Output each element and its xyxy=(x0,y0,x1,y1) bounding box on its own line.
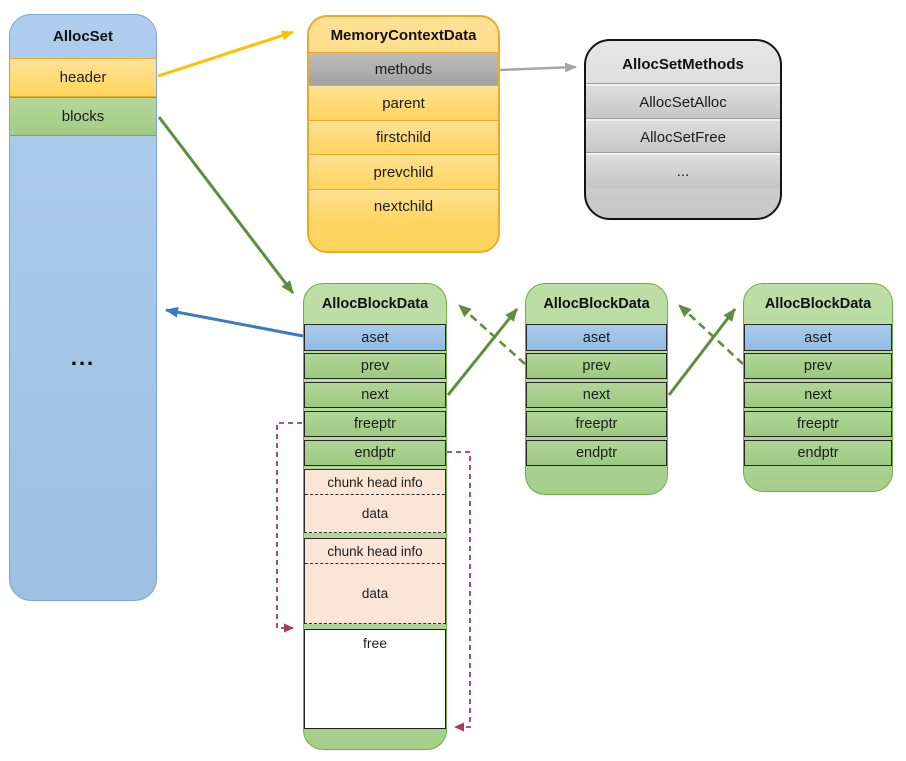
block1-field-freeptr: freeptr xyxy=(304,411,446,437)
block3-field-aset: aset xyxy=(744,324,892,351)
block2-field-prev: prev xyxy=(526,353,667,379)
arrow-prev3-to-block2 xyxy=(678,304,744,365)
block2-field-freeptr: freeptr xyxy=(526,411,667,437)
asm-row-allocsetfree: AllocSetFree xyxy=(586,119,780,153)
arrow-header-to-memorycontext xyxy=(157,30,294,78)
allocset-methods-box: AllocSetMethods AllocSetAlloc AllocSetFr… xyxy=(584,39,782,220)
memory-context-data-box: MemoryContextData methods parent firstch… xyxy=(307,15,500,253)
arrow-blocks-to-block1 xyxy=(157,116,295,294)
allocset-title: AllocSet xyxy=(52,28,113,45)
arrow-freeptr-to-free-start xyxy=(276,422,302,633)
mcd-field-firstchild: firstchild xyxy=(309,120,498,154)
mcd-field-prevchild: prevchild xyxy=(309,154,498,189)
chunk-2-data: data xyxy=(361,586,389,601)
allocset-box: AllocSet header blocks ... xyxy=(9,14,157,601)
block1-field-aset: aset xyxy=(304,324,446,351)
alloc-block-1-title: AllocBlockData xyxy=(321,296,429,312)
block1-field-endptr: endptr xyxy=(304,440,446,466)
mcd-field-nextchild: nextchild xyxy=(309,189,498,223)
block3-field-prev: prev xyxy=(744,353,892,379)
block2-field-next: next xyxy=(526,382,667,408)
block3-field-endptr: endptr xyxy=(744,440,892,466)
alloc-block-2-title: AllocBlockData xyxy=(543,296,650,312)
allocset-field-header: header xyxy=(10,58,156,97)
block2-field-endptr: endptr xyxy=(526,440,667,466)
alloc-block-1: AllocBlockData aset prev next freeptr en… xyxy=(303,283,447,750)
memory-context-data-title: MemoryContextData xyxy=(330,27,477,44)
allocset-ellipsis: ... xyxy=(70,345,96,370)
allocset-field-blocks: blocks xyxy=(10,97,156,136)
arrow-next2-to-block3 xyxy=(667,308,737,396)
chunk-1-data: data xyxy=(361,506,389,521)
chunk-1-head: chunk head info xyxy=(305,470,445,495)
block1-free-area: free xyxy=(304,629,446,729)
block2-field-aset: aset xyxy=(526,324,667,351)
arrow-methods-to-allocsetmethods xyxy=(499,62,577,73)
alloc-block-2: AllocBlockData aset prev next freeptr en… xyxy=(525,283,668,495)
block1-field-prev: prev xyxy=(304,353,446,379)
block3-field-next: next xyxy=(744,382,892,408)
arrow-aset-to-allocset xyxy=(165,306,304,338)
arrow-next1-to-block2 xyxy=(446,308,519,396)
block1-field-next: next xyxy=(304,382,446,408)
mcd-field-parent: parent xyxy=(309,85,498,120)
block1-chunk-1: chunk head info data xyxy=(304,469,446,533)
arrow-prev2-to-block1 xyxy=(458,304,526,365)
arrow-endptr-to-block-end xyxy=(447,451,471,732)
block3-field-freeptr: freeptr xyxy=(744,411,892,437)
asm-row-allocsetalloc: AllocSetAlloc xyxy=(586,84,780,119)
chunk-2-head: chunk head info xyxy=(305,539,445,564)
block1-chunk-2: chunk head info data xyxy=(304,538,446,624)
asm-row-ellipsis: ... xyxy=(586,153,780,188)
allocset-methods-title: AllocSetMethods xyxy=(622,56,744,73)
mcd-field-methods: methods xyxy=(309,52,498,85)
alloc-block-3-title: AllocBlockData xyxy=(764,296,872,312)
alloc-block-3: AllocBlockData aset prev next freeptr en… xyxy=(743,283,893,492)
